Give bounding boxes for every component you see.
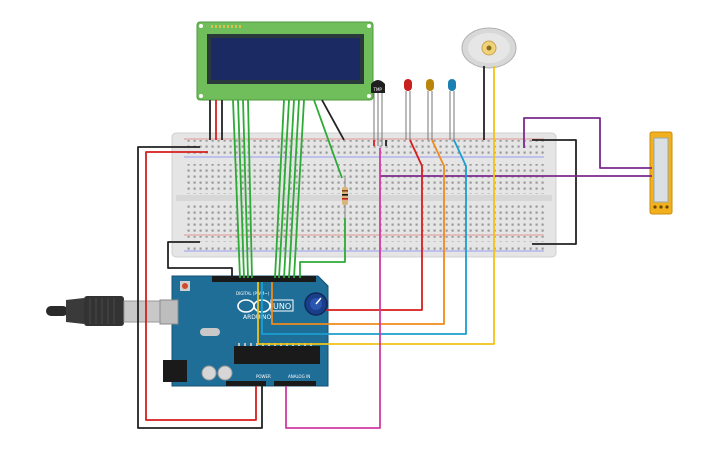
usb-cable [46,296,173,326]
wire-led-yellow [271,139,445,325]
wire-resistor-pin [299,218,346,278]
breadboard [171,132,557,258]
analog-label: ANALOG IN [288,374,310,379]
wire-tmp-analog [285,148,381,429]
wire-lcd-d8 [288,99,300,279]
wire-5v-main [145,151,257,421]
lcd-module [196,21,374,101]
wire-lcd-d2 [237,99,245,279]
wire-switch-upper [523,117,652,169]
wire-led-red [318,139,423,311]
potentiometer [304,292,328,316]
wire-lcd-d4 [247,99,253,279]
tmp-sensor-label: TMP [373,87,383,92]
wire-gnd-main [137,146,263,429]
wires [137,66,652,429]
wire-lcd-d7 [283,99,295,279]
digital-label: DIGITAL (PWM~) [236,291,270,296]
tmp-sensor: TMP [371,80,385,146]
wire-lcd-backlight [313,99,343,179]
wire-lcd-d3 [242,99,249,279]
slide-switch [649,131,673,215]
led-yellow [426,79,434,140]
wire-rail-right [532,139,577,245]
wire-lcd-d9 [293,99,305,279]
wire-lcd-k [321,99,345,141]
wire-lcd-d6 [278,99,290,279]
wire-lcd-d1 [232,99,241,279]
arduino-uno: ARDUINO UNO DIGITAL (PWM~) POWER ANALOG … [159,275,329,387]
led-red [404,79,412,140]
wire-led-blue [261,139,467,335]
lcd-screen [211,38,360,80]
dc-motor [461,27,517,69]
board-model: UNO [273,302,291,311]
resistor [342,178,348,218]
wire-gnd-bottom [167,241,233,278]
led-blue [448,79,456,140]
wire-lcd-d5 [274,99,285,279]
wire-motor-signal [257,66,495,345]
power-label: POWER [256,374,271,379]
